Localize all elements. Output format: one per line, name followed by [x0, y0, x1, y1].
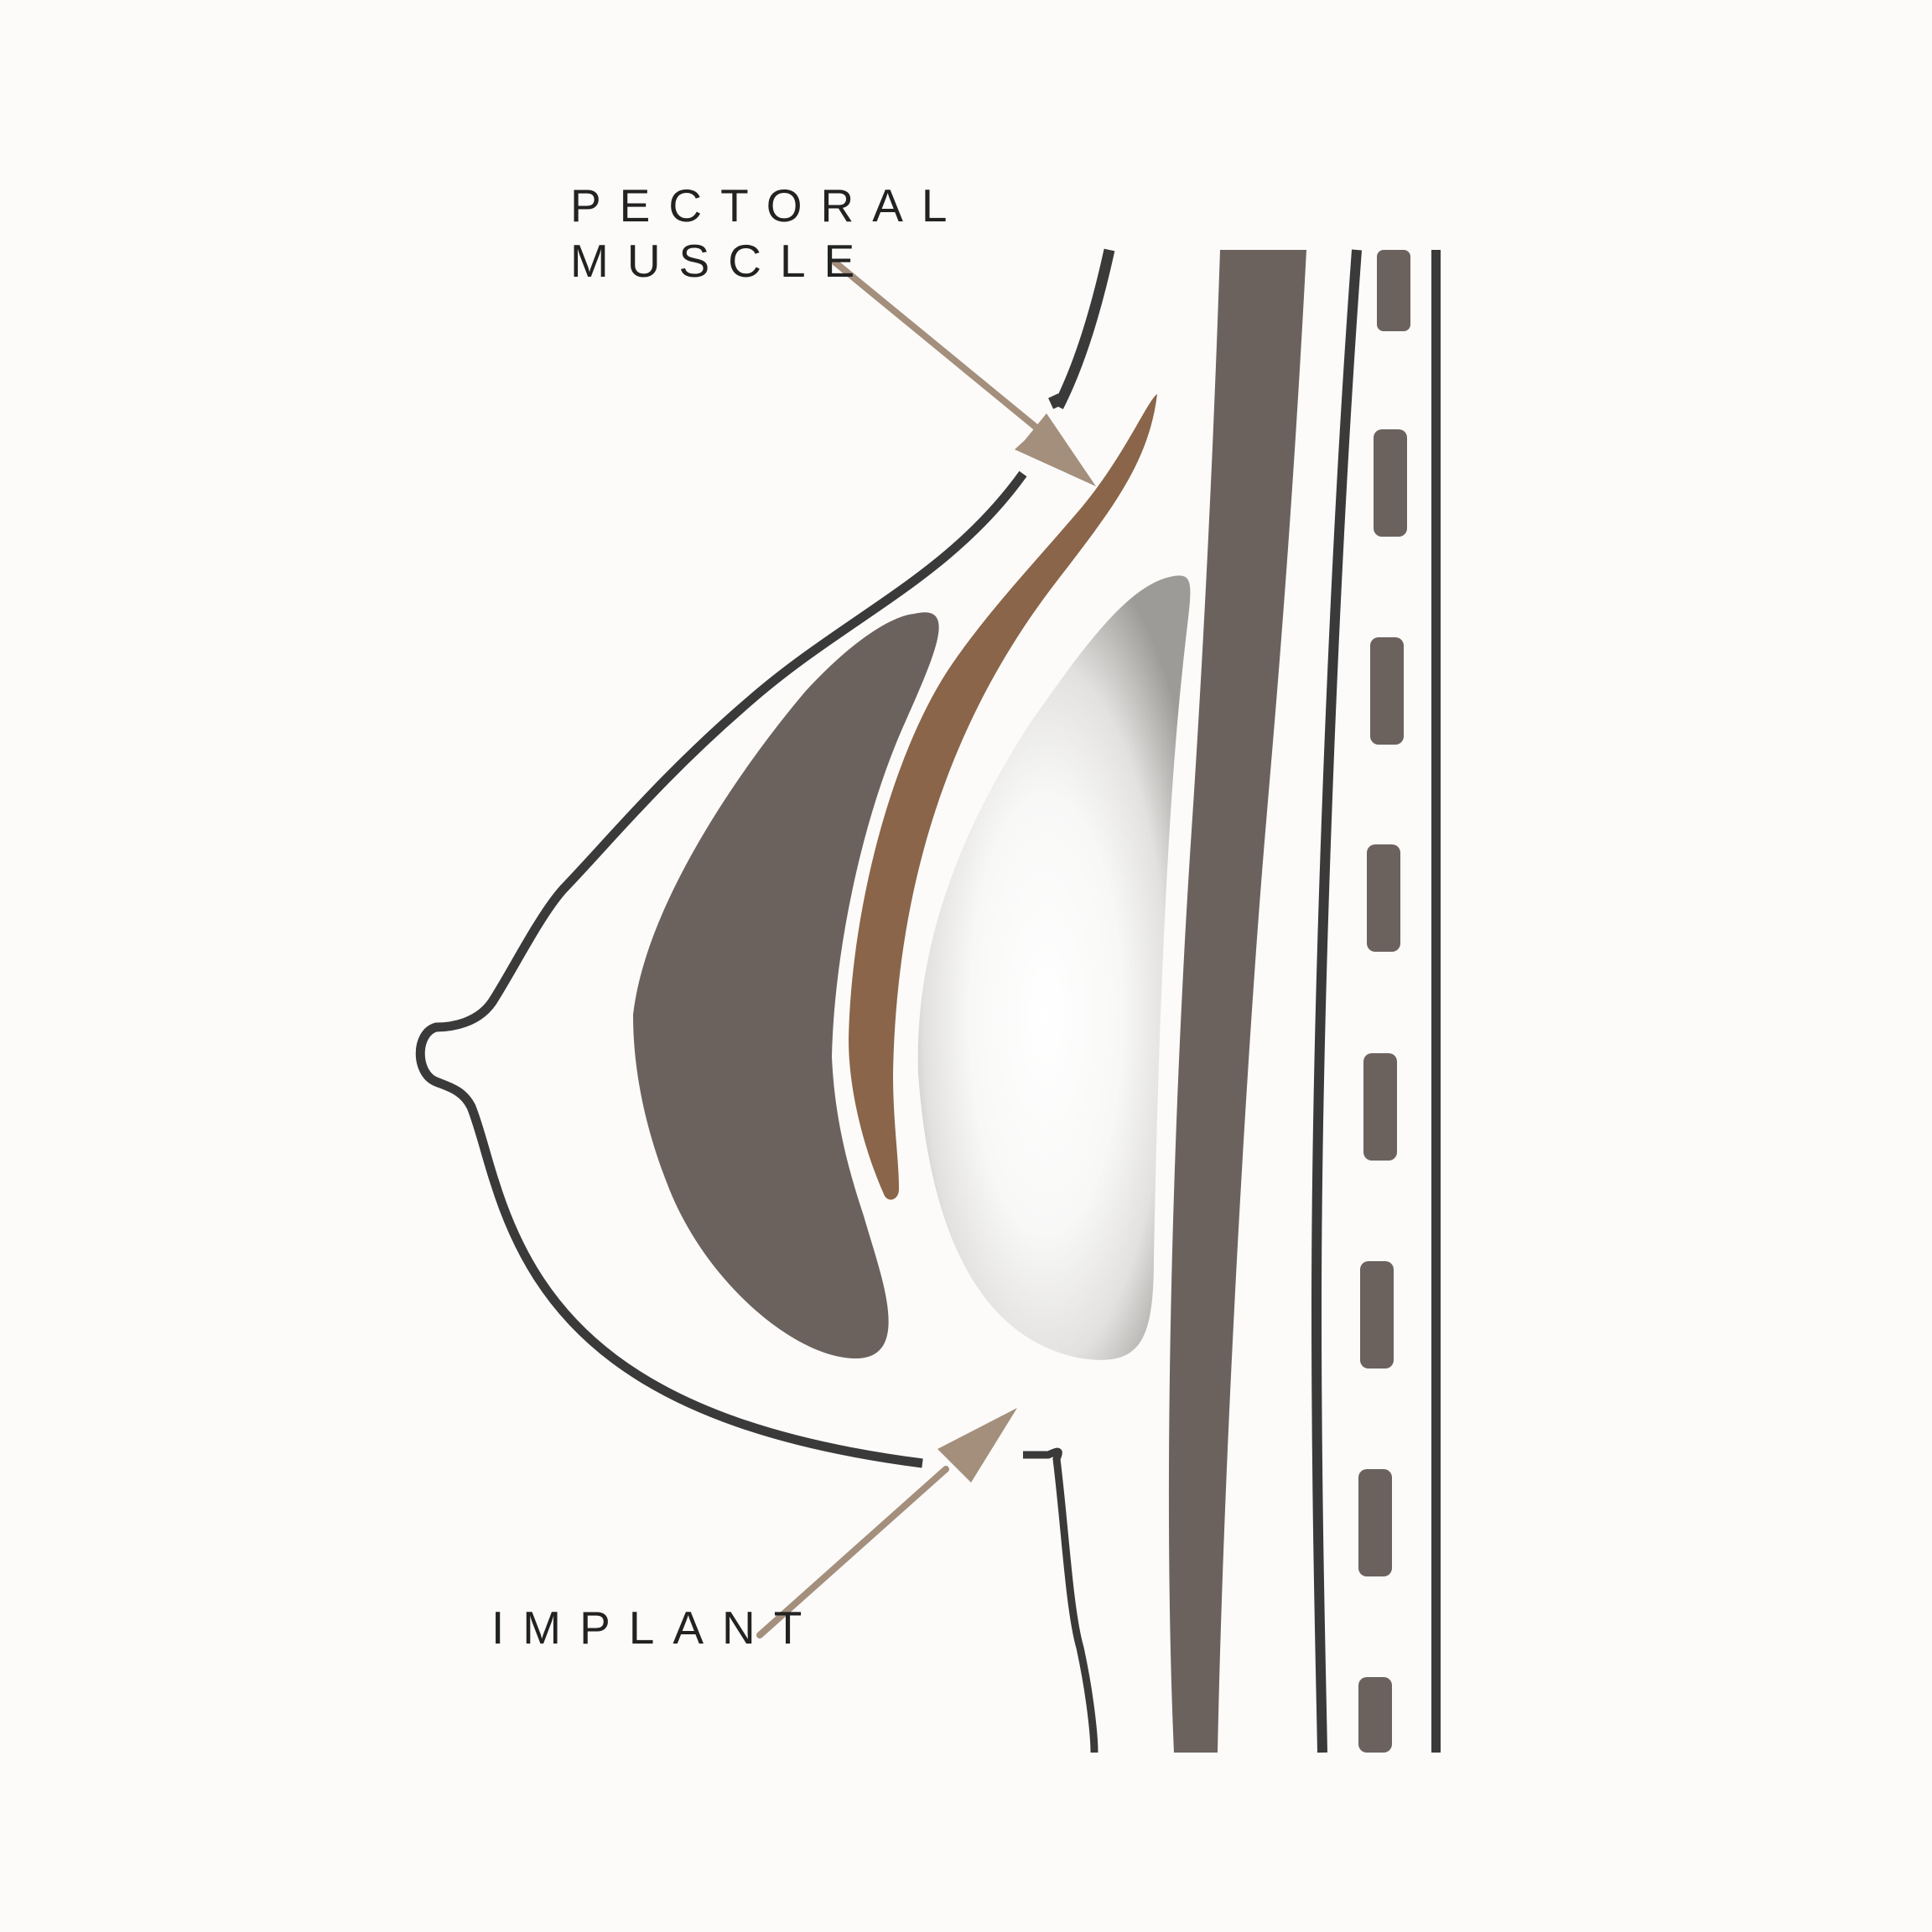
skin-outline — [415, 470, 1027, 1468]
back-line — [1431, 250, 1441, 1753]
implant-label: IMPLANT — [491, 1602, 821, 1654]
vertebra-8 — [1358, 1677, 1392, 1753]
implant — [917, 575, 1191, 1360]
upper-skin-tail — [1048, 393, 1063, 409]
vertebra-5 — [1363, 1053, 1397, 1161]
vertebra-6 — [1360, 1261, 1394, 1368]
implant-arrow — [756, 1408, 1017, 1639]
pectoral-muscle — [849, 394, 1157, 1200]
pectoral-arrow — [832, 259, 1096, 486]
pectoral-muscle-label: PECTORAL MUSCLE — [570, 178, 965, 288]
lower-skin-line — [1023, 1447, 1098, 1753]
vertebra-3 — [1370, 637, 1404, 745]
vertebra-2 — [1374, 429, 1407, 537]
upper-skin-line — [1053, 248, 1115, 409]
vertebra-1 — [1377, 250, 1410, 331]
pleural-line — [1311, 249, 1362, 1753]
breast-tissue — [633, 612, 939, 1358]
vertebrae — [1358, 250, 1410, 1753]
chest-wall — [1168, 250, 1306, 1753]
pectoral-label-line1: PECTORAL — [570, 179, 966, 231]
vertebra-7 — [1358, 1469, 1392, 1576]
vertebra-4 — [1367, 844, 1400, 952]
pectoral-label-line2: MUSCLE — [570, 235, 874, 287]
